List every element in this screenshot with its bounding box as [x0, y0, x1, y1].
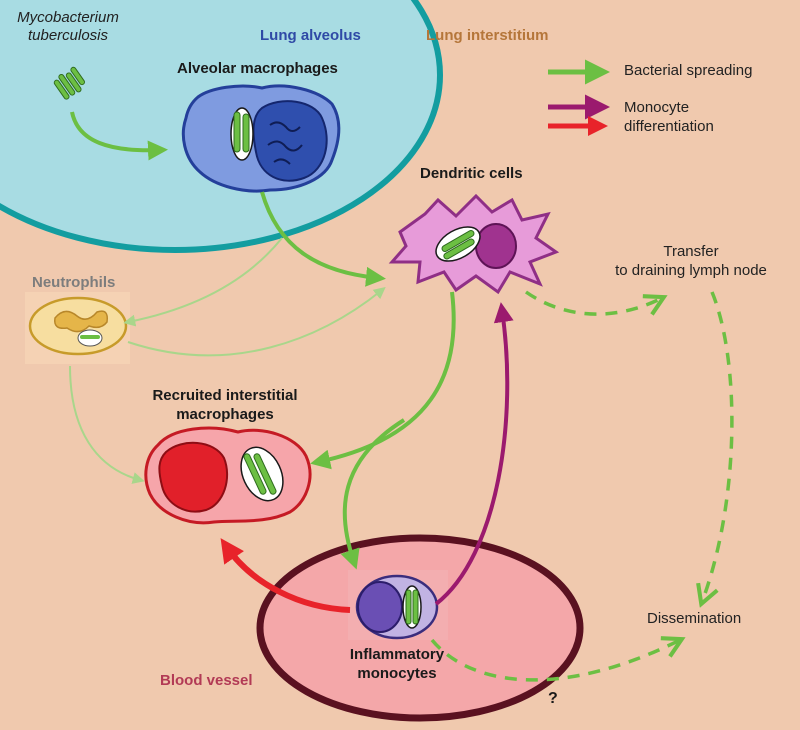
arrow-neutrophil-to-dendritic-light: [127, 286, 386, 357]
alveolar-macrophages-label: Alveolar macrophages: [177, 60, 338, 77]
region-label-blood-vessel: Blood vessel: [160, 672, 253, 689]
dendritic-cells-label: Dendritic cells: [420, 165, 523, 182]
pathogen-label-line1: Mycobacterium: [17, 9, 119, 26]
alveolar-macrophage-icon: [181, 84, 341, 193]
pathogen-label-line2: tuberculosis: [27, 27, 109, 44]
region-label-alveolus: Lung alveolus: [260, 27, 361, 44]
mycobacterium-icon: [53, 66, 86, 100]
arrow-monocyte-to-dissemination: [430, 640, 680, 682]
transfer-label: Transfer to draining lymph node: [596, 242, 786, 280]
transfer-label-line2: to draining lymph node: [615, 262, 767, 279]
monocyte-icon: [348, 570, 448, 640]
arrow-dendritic-to-lymph-node: [524, 290, 662, 316]
monocytes-label: Inflammatory monocytes: [322, 645, 472, 683]
recruited-macrophage-icon: [144, 426, 312, 525]
dissemination-label: Dissemination: [647, 610, 742, 627]
arrow-dendritic-to-monocyte: [340, 418, 406, 570]
question-mark-label: ?: [548, 690, 558, 707]
legend-bacterial-label: Bacterial spreading: [624, 62, 753, 79]
pathogen-label: Mycobacterium tuberculosis: [6, 9, 130, 45]
monocytes-label-line1: Inflammatory: [349, 646, 445, 663]
recruited-label-line1: Recruited interstitial: [152, 387, 298, 404]
arrow-dendritic-to-recruited: [310, 291, 456, 470]
neutrophils-label: Neutrophils: [32, 274, 116, 291]
arrow-bacteria-to-alveolar: [70, 111, 168, 161]
arrow-to-neutrophil-light: [123, 237, 283, 327]
arrow-neutrophil-to-recruited-light: [69, 365, 145, 484]
legend-monocyte-line1: Monocyte: [624, 99, 690, 116]
transfer-label-line1: Transfer: [663, 243, 719, 260]
arrow-alveolar-to-dendritic: [260, 191, 386, 287]
recruited-label-line2: macrophages: [176, 406, 274, 423]
monocytes-label-line2: monocytes: [357, 665, 437, 682]
dendritic-cell-icon: [388, 193, 560, 295]
neutrophil-icon: [25, 292, 130, 364]
legend-monocyte-line2: differentiation: [624, 118, 714, 135]
arrow-lymph-node-to-dissemination: [702, 291, 734, 602]
arrow-monocyte-to-recruited: [220, 538, 351, 613]
legend-monocyte-label: Monocyte differentiation: [624, 98, 714, 136]
arrow-monocyte-to-dendritic: [434, 302, 514, 606]
recruited-macrophages-label: Recruited interstitial macrophages: [130, 386, 320, 424]
region-label-interstitium: Lung interstitium: [426, 27, 549, 44]
